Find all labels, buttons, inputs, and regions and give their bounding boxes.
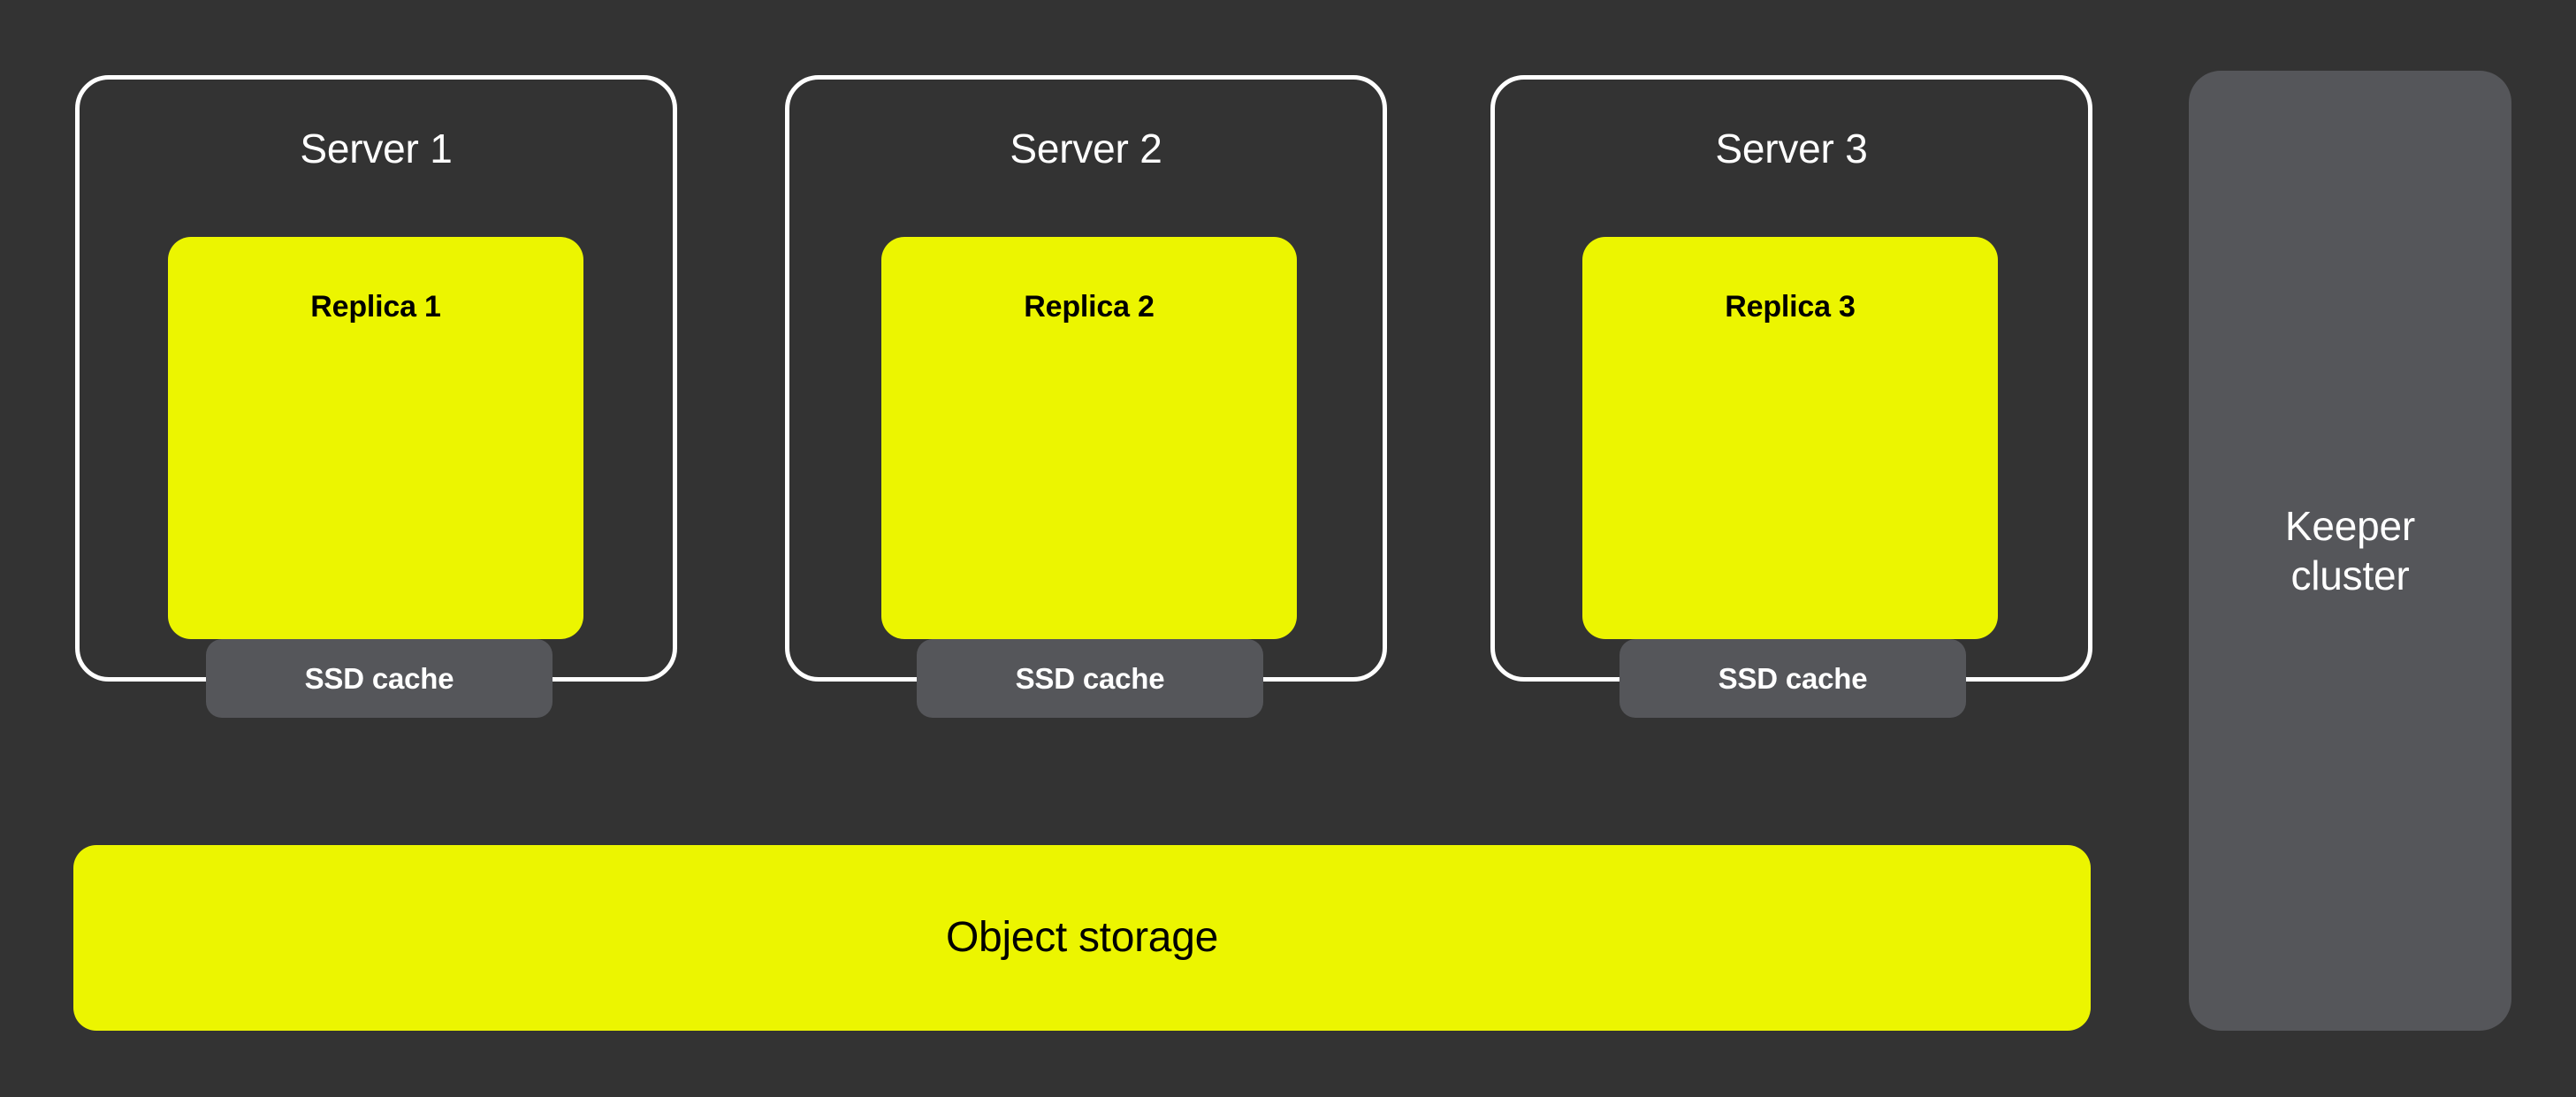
replica-box-1: Replica 1 <box>168 237 583 639</box>
ssd-cache-label-3: SSD cache <box>1718 662 1868 695</box>
server-title-2: Server 2 <box>1010 126 1162 171</box>
server-title-1: Server 1 <box>300 126 453 171</box>
replica-label-1: Replica 1 <box>310 290 441 324</box>
ssd-cache-label-2: SSD cache <box>1015 662 1165 695</box>
ssd-cache-chip-3: SSD cache <box>1620 639 1966 718</box>
ssd-cache-label-1: SSD cache <box>304 662 454 695</box>
object-storage-bar: Object storage <box>73 845 2091 1031</box>
replica-box-3: Replica 3 <box>1582 237 1998 639</box>
replica-label-2: Replica 2 <box>1024 290 1155 324</box>
ssd-cache-chip-2: SSD cache <box>917 639 1263 718</box>
keeper-cluster-label: Keeper cluster <box>2284 502 2416 598</box>
keeper-cluster-panel: Keeper cluster <box>2189 71 2511 1031</box>
object-storage-label: Object storage <box>946 914 1218 961</box>
replica-box-2: Replica 2 <box>881 237 1297 639</box>
server-title-3: Server 3 <box>1715 126 1868 171</box>
replica-label-3: Replica 3 <box>1725 290 1856 324</box>
ssd-cache-chip-1: SSD cache <box>206 639 553 718</box>
